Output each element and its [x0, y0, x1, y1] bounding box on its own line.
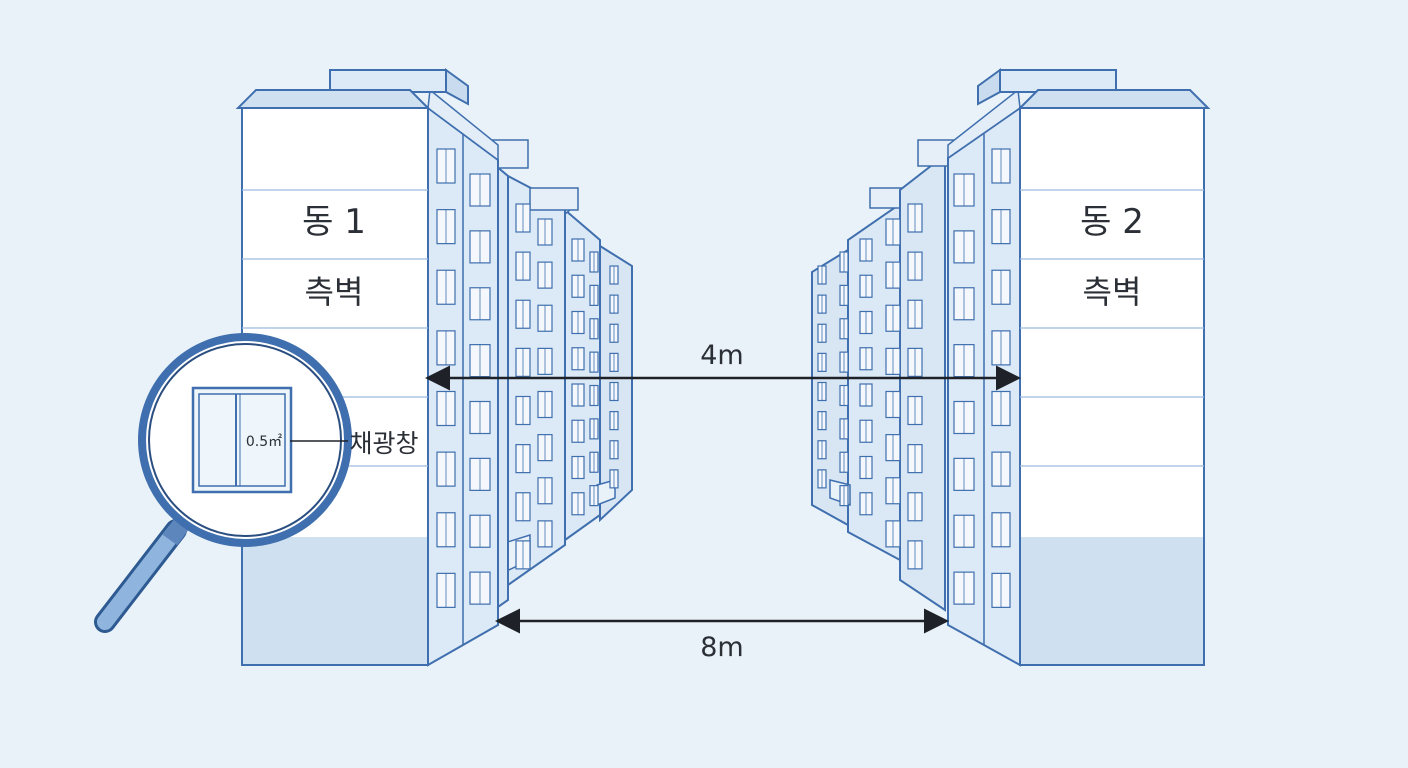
building-2-name: 동 2: [1080, 202, 1144, 242]
building-2-roof-top: [999, 69, 1117, 93]
magnifier-handle: [94, 512, 194, 633]
dimension-upper-label: 4m: [700, 340, 743, 371]
building-1-roof-top: [329, 69, 447, 93]
building-2-wall-label: 측벽: [1083, 273, 1142, 311]
building-1-roof: [235, 89, 431, 109]
building-2-windows: [817, 148, 1011, 608]
dimension-lower: 8m: [495, 608, 949, 663]
building-1-name: 동 1: [302, 202, 366, 242]
building-1-wall-label: 측벽: [305, 273, 364, 311]
dimension-lower-label: 8m: [700, 632, 743, 663]
skylight-window: [191, 386, 293, 494]
building-2-roof: [1017, 89, 1211, 109]
window-label: 채광창: [349, 429, 418, 458]
window-area-label: 0.5㎡: [246, 434, 282, 450]
building-2: 동 2 측벽: [811, 68, 1211, 667]
magnifier: 0.5㎡ 채광창: [94, 333, 419, 633]
dimension-upper: 4m: [425, 340, 1021, 391]
building-1-facade-far: [497, 174, 633, 587]
